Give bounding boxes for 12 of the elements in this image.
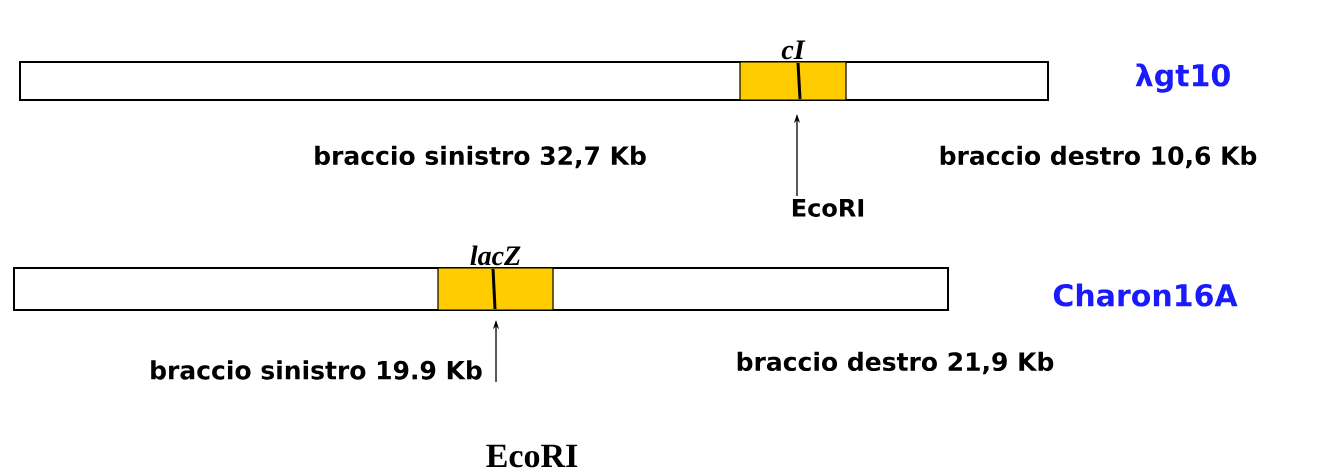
arm-label: braccio sinistro 19.9 Kb [151,360,482,380]
arm-label: braccio destro 21,9 Kb [737,351,1054,375]
arm-label: braccio sinistro 32,7 Kb [315,145,646,169]
node-label: cI [781,40,806,60]
vector-name: Charon16A [1053,283,1238,307]
gene-box: lacZ [437,245,554,311]
arm-label: braccio destro 10,6 Kb [940,145,1257,169]
node-label: lacZ [470,245,521,266]
site-label: EcoRI [792,199,864,217]
vector-name: λgt10 [1135,63,1230,93]
gene-box: cI [739,40,847,101]
arm-label: EcoRI [486,444,578,468]
